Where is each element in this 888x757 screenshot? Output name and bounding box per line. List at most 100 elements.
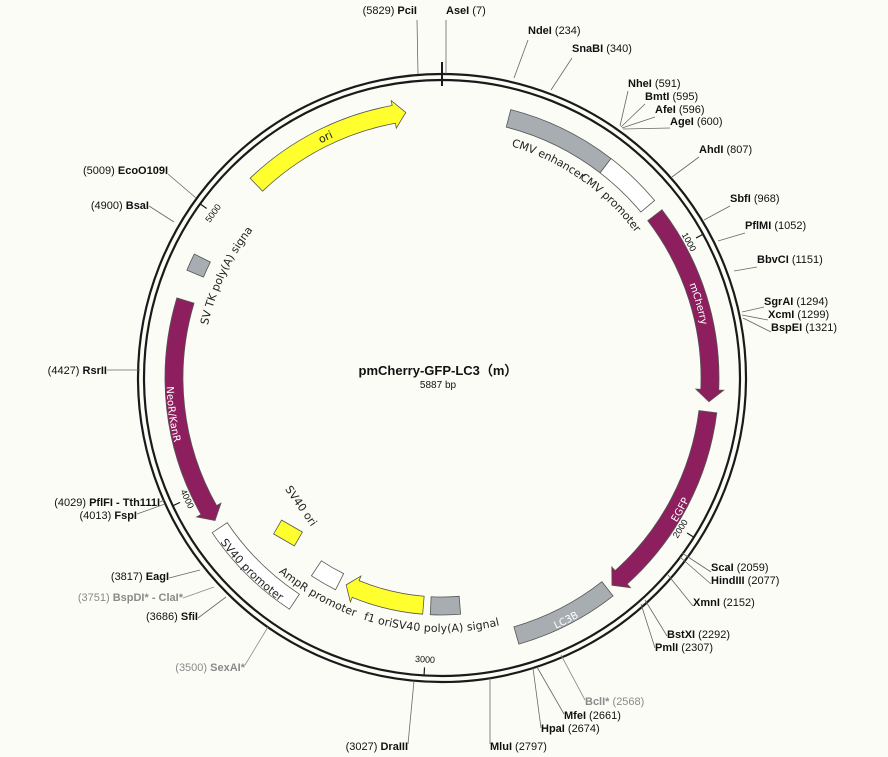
site-label: PflMI (1052) [745, 220, 806, 232]
site-name: DraIII [380, 741, 408, 753]
site-bsai: (4900) BsaI [91, 200, 175, 223]
site-leader [620, 103, 646, 128]
site-sbfi: SbfI (968) [703, 193, 780, 221]
site-leader [197, 596, 227, 619]
site-name: PflFI - Tth111I [89, 497, 160, 509]
feature-label-f1-ori: f1 ori [362, 610, 393, 630]
site-label: (5009) EcoO109I [83, 165, 168, 177]
site-position: (2077) [745, 575, 780, 587]
site-label: BmtI (595) [645, 91, 698, 103]
site-name: PmlI [655, 642, 678, 654]
site-leader [681, 552, 712, 573]
site-leader [619, 90, 629, 127]
site-name: BmtI [645, 91, 669, 103]
site-position: (1294) [793, 296, 828, 308]
site-label: (3686) SfiI [146, 611, 198, 623]
site-snabi: SnaBI (340) [550, 43, 632, 91]
site-hindiii: HindIII (2077) [679, 556, 780, 587]
site-label: HpaI (2674) [541, 723, 600, 735]
sv40-ori-label: SV40 ori [282, 483, 319, 528]
site-xcmi: XcmI (1299) [741, 309, 829, 321]
tick-mark [686, 532, 695, 538]
site-leader [159, 499, 165, 503]
site-bstxi: BstXI (2292) [644, 599, 730, 641]
feature-label-ori: ori [316, 128, 335, 146]
tick-mark [199, 203, 208, 210]
backbone-outer-ring [136, 72, 748, 684]
site-bcli: BclI* (2568) [560, 654, 644, 708]
site-agei: AgeI (600) [622, 116, 723, 130]
site-position: (1299) [794, 309, 829, 321]
site-mfei: MfeI (2661) [536, 666, 621, 722]
site-pflmi: PflMI (1052) [717, 220, 806, 242]
site-position: (5009) [83, 165, 118, 177]
site-position: (591) [652, 78, 681, 90]
site-label: (3500) SexAI* [175, 662, 245, 674]
site-ndei: NdeI (234) [513, 25, 581, 79]
site-position: (2674) [565, 723, 600, 735]
site-leader [136, 503, 166, 515]
site-name: SnaBI [572, 43, 603, 55]
feature-f1-ori [345, 575, 425, 615]
site-label: BstXI (2292) [667, 629, 730, 641]
tick-mark [695, 233, 704, 239]
site-position: (600) [694, 116, 723, 128]
site-leader [513, 39, 529, 79]
site-label: XcmI (1299) [768, 309, 829, 321]
site-leader [644, 599, 668, 637]
site-label: NdeI (234) [528, 25, 581, 37]
site-name: AseI [446, 5, 469, 17]
site-name: BspEI [771, 322, 802, 334]
site-name: XcmI [768, 309, 794, 321]
site-sfii: (3686) SfiI [146, 596, 227, 623]
site-leader [640, 603, 656, 649]
site-position: (3751) [78, 592, 113, 604]
site-name: PflMI [745, 220, 771, 232]
site-label: (4427) RsrII [48, 365, 107, 377]
site-label: AgeI (600) [670, 116, 723, 128]
site-position: (2568) [609, 696, 644, 708]
tick-mark [172, 501, 181, 507]
site-mlui: MluI (2797) [489, 678, 547, 753]
site-leader [536, 666, 565, 715]
site-position: (4029) [54, 497, 89, 509]
site-position: (3686) [146, 611, 181, 623]
site-ecoo109i: (5009) EcoO109I [83, 165, 197, 199]
backbone-inner-ring [142, 78, 742, 678]
site-name: SgrAI [764, 296, 793, 308]
site-leader [742, 317, 772, 333]
site-name: XmnI [693, 597, 720, 609]
site-label: MluI (2797) [490, 741, 547, 753]
site-name: MfeI [564, 710, 586, 722]
site-position: (3500) [175, 662, 210, 674]
site-name: ScaI [711, 562, 734, 574]
site-xmni: XmnI (2152) [667, 574, 755, 609]
site-position: (7) [469, 5, 486, 17]
site-position: (2292) [695, 629, 730, 641]
site-leader [667, 574, 694, 607]
feature-ori [249, 99, 407, 192]
site-bspdi-clai: (3751) BspDI* - ClaI* [78, 586, 215, 604]
site-position: (234) [552, 25, 581, 37]
site-leader [167, 173, 197, 199]
site-fspi: (4013) FspI [80, 503, 166, 522]
site-label: (4900) BsaI [91, 200, 149, 212]
site-label: SbfI (968) [730, 193, 780, 205]
site-name: NheI [628, 78, 652, 90]
feature-sv40-promoter [211, 522, 300, 610]
site-bbvci: BbvCI (1151) [733, 254, 823, 272]
site-name: BbvCI [757, 254, 789, 266]
site-label: XmnI (2152) [693, 597, 755, 609]
site-position: (968) [751, 193, 780, 205]
site-draiii: (3027) DraIII [346, 680, 415, 753]
site-leader [407, 680, 415, 745]
site-position: (1321) [802, 322, 837, 334]
site-leader [679, 556, 712, 585]
site-name: RsrII [83, 365, 107, 377]
feature-label-hsv-tk-poly-a-signal: HSV TK poly(A) signal [0, 0, 255, 326]
sv40-ori-box [273, 519, 303, 547]
site-position: (2059) [734, 562, 769, 574]
site-label: (3817) EagI [111, 571, 169, 583]
